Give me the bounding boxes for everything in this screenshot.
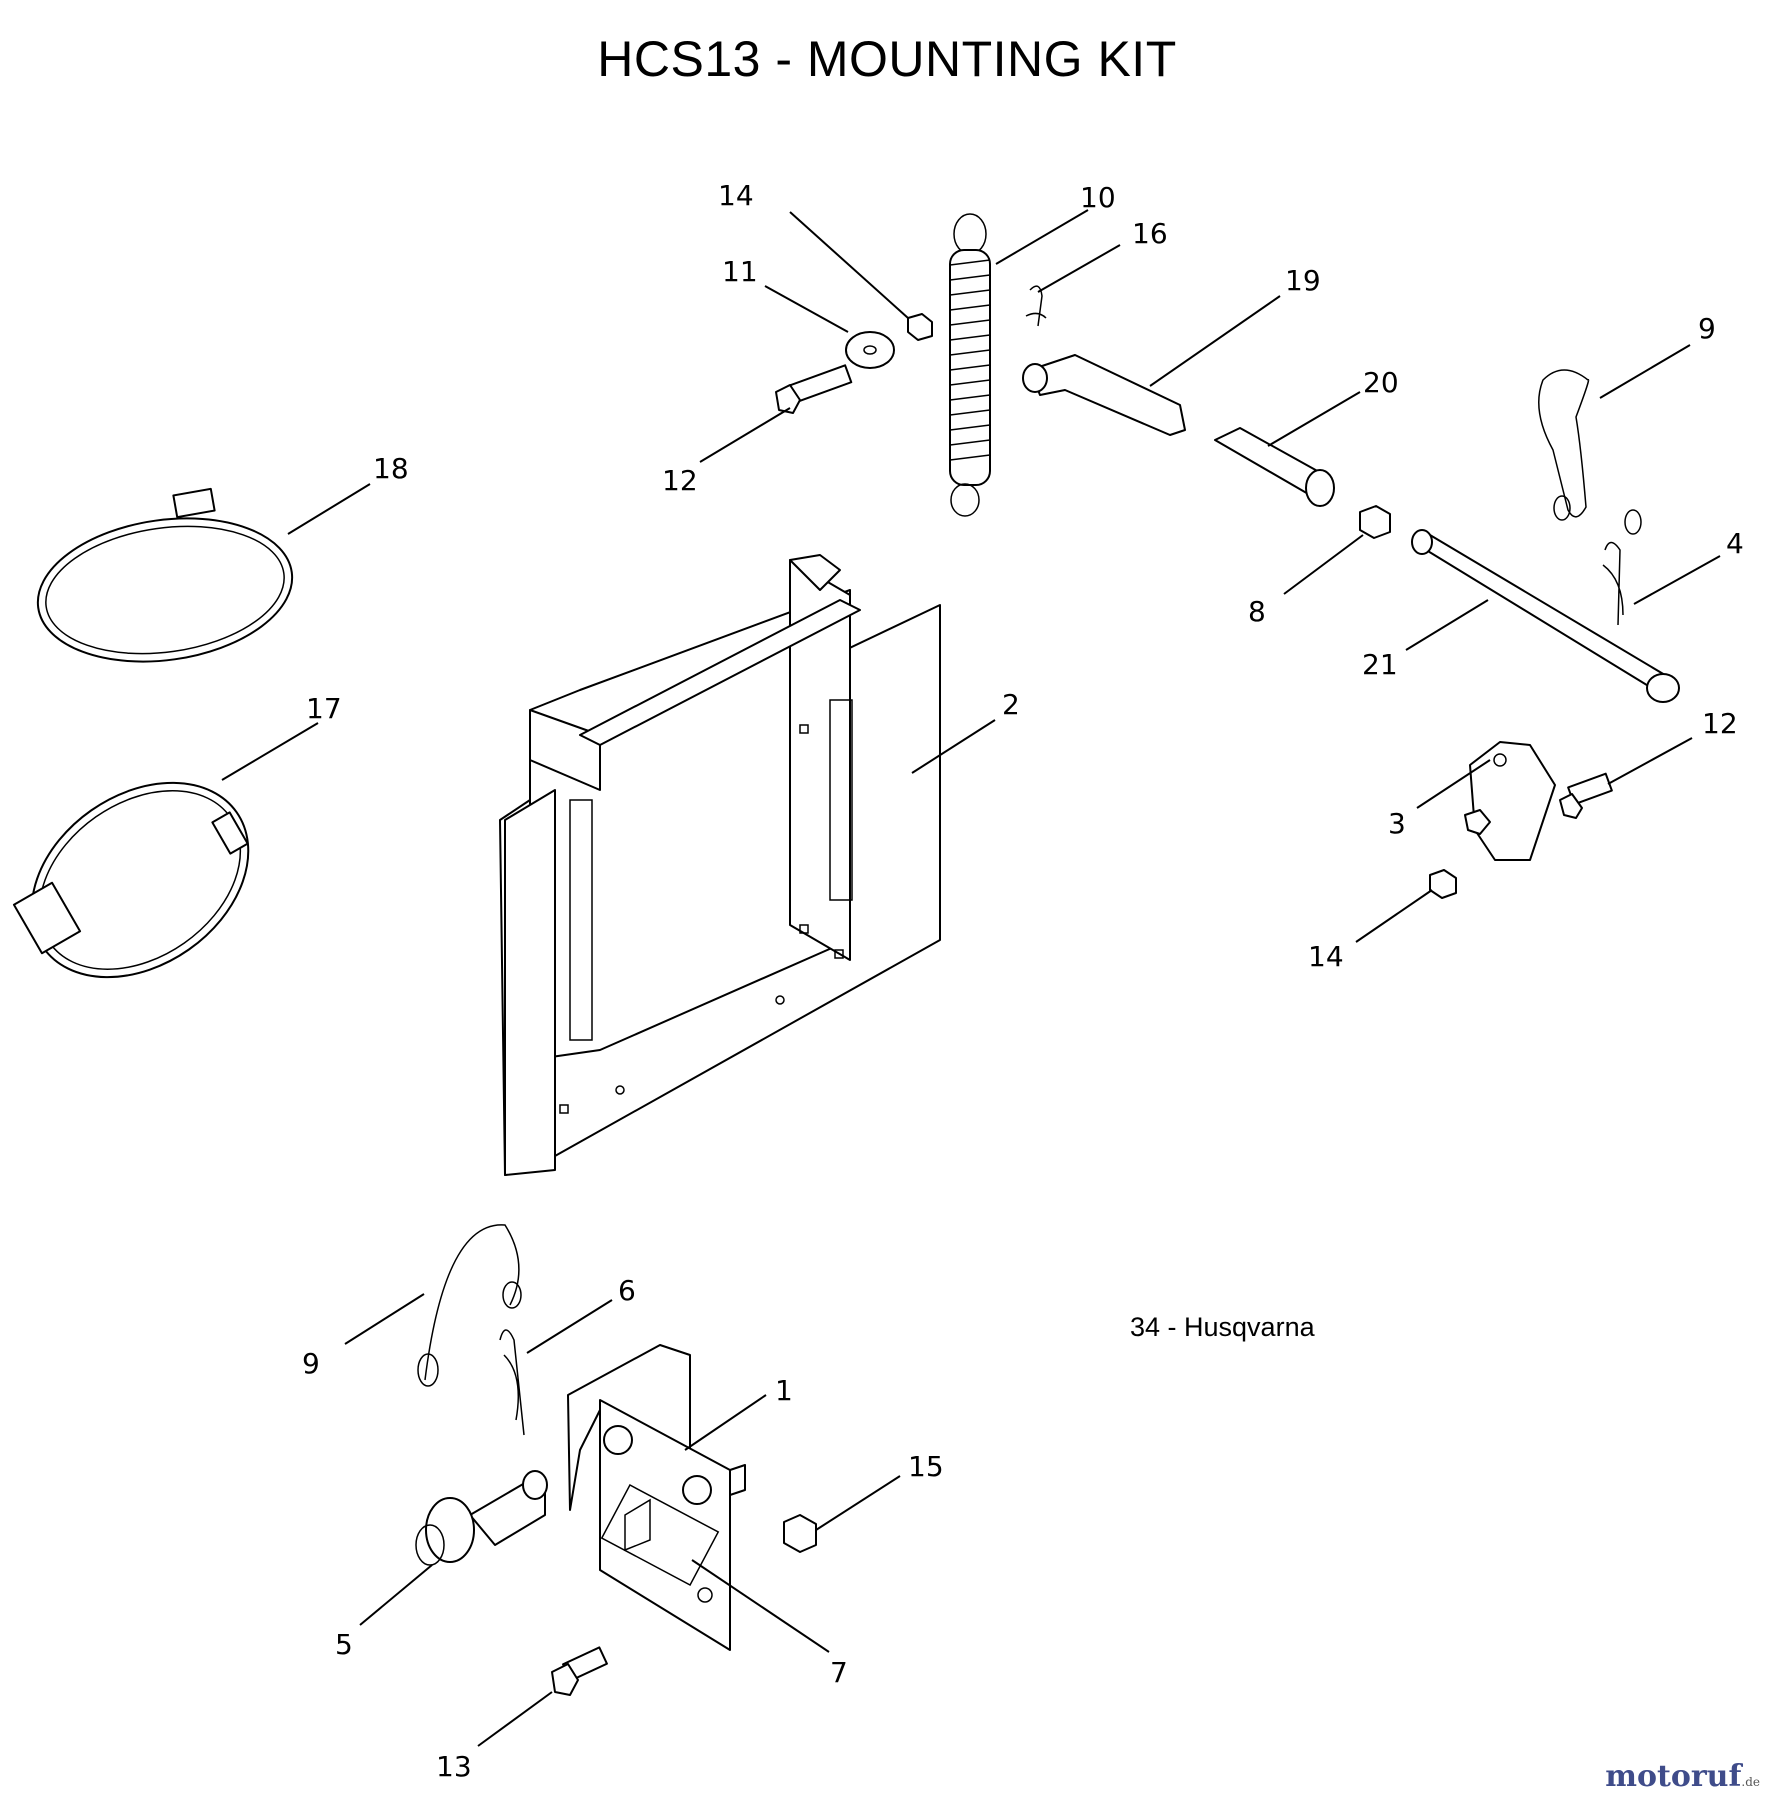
leader-lines [221,209,1721,1747]
model-reference: 34 - Husqvarna [1130,1312,1315,1342]
callout-13: 13 [436,1750,472,1783]
callout-9-bottom: 9 [302,1347,320,1380]
hitch-pin-4 [1602,541,1624,626]
callout-20: 20 [1363,366,1399,399]
watermark-logo: motoruf.de [1605,1759,1760,1794]
callout-12-top: 12 [662,464,698,497]
bracket-3 [1464,741,1556,861]
bolt-13 [551,1646,608,1696]
lanyard-9-top [1538,369,1642,535]
callout-19: 19 [1285,264,1321,297]
callout-5: 5 [335,1628,353,1661]
lock-pin-5 [415,1470,548,1566]
callout-12-right: 12 [1702,707,1738,740]
callout-labels: 14 10 16 11 19 9 20 12 18 4 8 21 17 2 12… [302,179,1744,1783]
nut-14-right [1429,869,1457,899]
watermark-text: motoruf [1605,1759,1742,1794]
callout-4: 4 [1726,527,1744,560]
callout-1: 1 [775,1374,793,1407]
hose-clamp-18 [36,487,294,663]
bolt-12-right [1559,772,1613,819]
lanyard-9-bottom [417,1224,522,1387]
rod-21 [1411,529,1680,703]
spacer-tube-20 [1214,427,1335,507]
callout-2: 2 [1002,688,1020,721]
callout-14-right: 14 [1308,940,1344,973]
nut-14-top [907,313,933,341]
spring-10 [949,213,991,517]
callout-16: 16 [1132,217,1168,250]
hitch-pin-6 [499,1329,525,1436]
hitch-plate-1 [567,1344,746,1651]
callout-7: 7 [830,1656,848,1689]
callout-6: 6 [618,1274,636,1307]
callout-14-top: 14 [718,179,754,212]
watermark-suffix: .de [1741,1775,1760,1789]
callout-3: 3 [1388,807,1406,840]
callout-15: 15 [908,1450,944,1483]
hose-clamp-17 [12,781,250,979]
bolt-12-top [775,364,853,414]
l-pin-19 [1022,354,1186,436]
mounting-plate-2 [499,554,941,1176]
nut-8 [1359,505,1391,539]
clip-16 [1025,285,1047,327]
callout-8: 8 [1248,595,1266,628]
callout-18: 18 [373,452,409,485]
nut-15 [783,1514,817,1553]
callout-11: 11 [722,255,758,288]
washer-11 [845,331,895,369]
callout-17: 17 [306,692,342,725]
diagram-title: HCS13 - MOUNTING KIT [597,31,1177,87]
callout-10: 10 [1080,181,1116,214]
callout-9-top: 9 [1698,312,1716,345]
callout-21: 21 [1362,648,1398,681]
